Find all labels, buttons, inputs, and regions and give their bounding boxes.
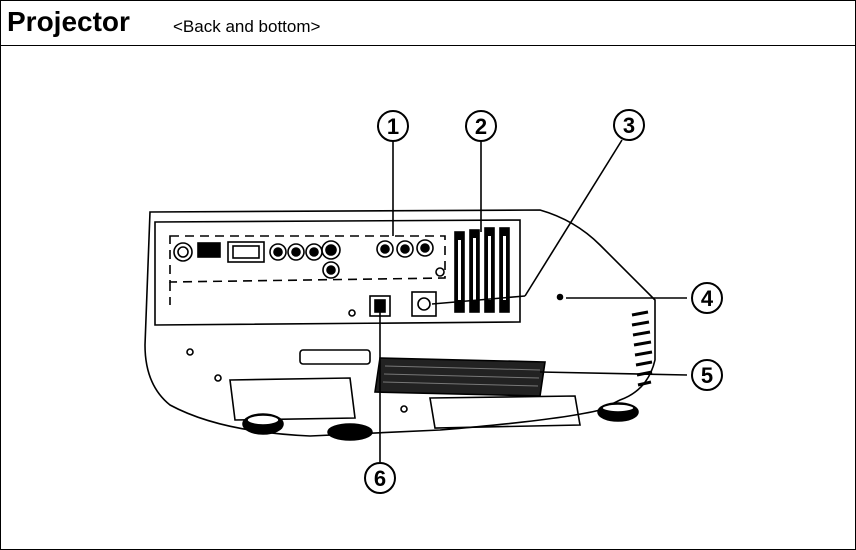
callout-3-label: 3: [623, 113, 635, 138]
callout-2: 2: [465, 110, 497, 142]
callout-5-label: 5: [701, 363, 713, 388]
callout-1-label: 1: [387, 114, 399, 139]
projector-illustration: [144, 209, 656, 441]
callout-6-label: 6: [374, 466, 386, 491]
callout-5: 5: [691, 359, 723, 391]
page-title: Projector: [7, 6, 130, 37]
callout-4: 4: [691, 282, 723, 314]
callout-1: 1: [377, 110, 409, 142]
page-subtitle: <Back and bottom>: [173, 17, 321, 36]
callout-4-label: 4: [701, 286, 714, 311]
leader-lines: [379, 139, 688, 462]
callout-3: 3: [613, 109, 645, 141]
callout-2-label: 2: [475, 114, 487, 139]
title-bar: Projector <Back and bottom>: [1, 1, 855, 46]
callout-6: 6: [364, 462, 396, 494]
